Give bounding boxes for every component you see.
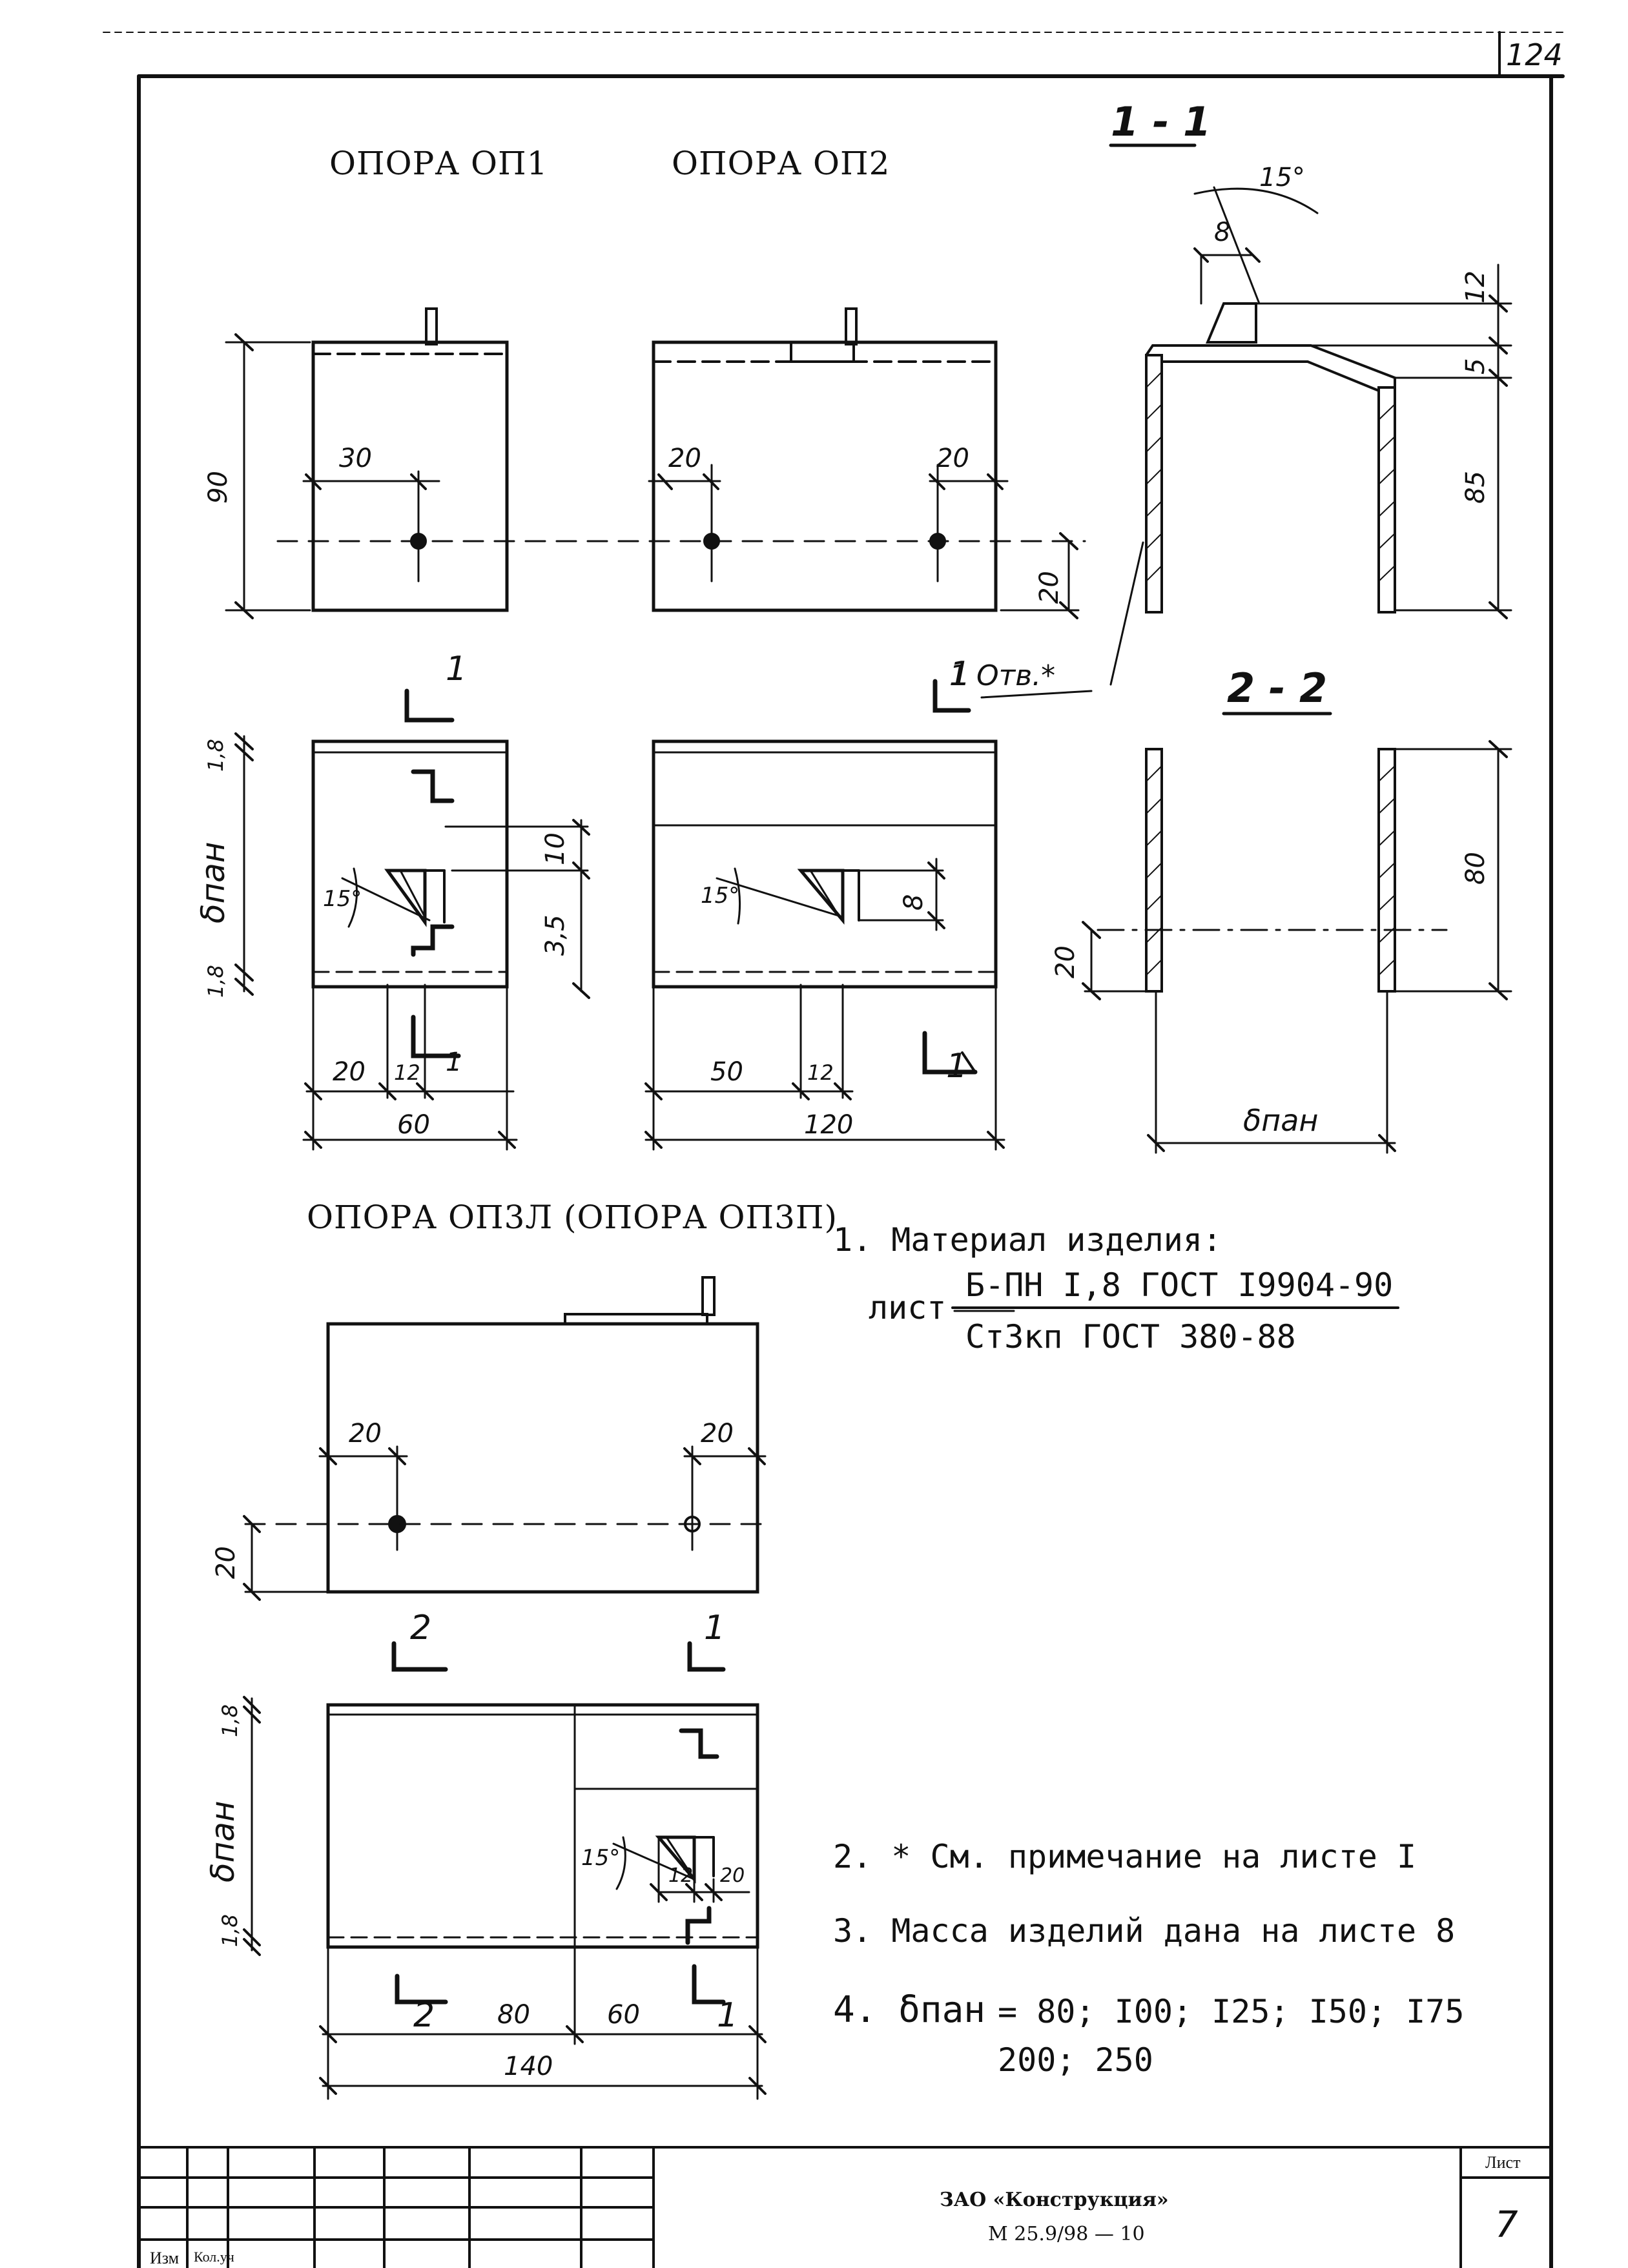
op3-plan [243,1641,767,2100]
dim-op1-height: 90 [203,471,233,504]
note-4-values-2: 200; 250 [998,2041,1153,2079]
dim-web-height: 85 [1461,471,1490,504]
cut-mark-op1-top: 1 [446,650,468,688]
op2-plan [644,679,1005,1151]
dim-op3-width: 140 [504,2052,553,2081]
op1-plan [234,688,590,1151]
dim-op3-slot-offset: 20 [720,1864,745,1887]
dim-op1-slot-depth: 3,5 [541,914,570,956]
title-block-col-izm: Изм [150,2249,180,2267]
op3-elevation [243,1276,767,1601]
dim-tab-width: 8 [1214,218,1231,247]
hole-callout: 1 Отв.* [949,659,1056,692]
dim-op3-slot: 12 [668,1864,694,1887]
op2-title: ОПОРА ОП2 [672,145,891,182]
note-1-denominator: Ст3кп ГОСТ 380-88 [965,1318,1296,1356]
dim-op2-slot: 8 [899,894,929,911]
dim-op2-hole-left: 20 [668,444,701,473]
dim-op1-hole-offset: 30 [339,444,372,473]
op1-elevation [225,307,1086,619]
dim-op1-thickness-bottom: 1,8 [203,965,228,998]
section-2-2-label: 2 - 2 [1227,665,1328,712]
note-1-sheet-label: лист [869,1289,947,1326]
dim-op1-slot-top: 10 [541,832,570,865]
delta-pan-op1: δпан [194,841,232,923]
note-1-numerator: Б-ПН I,8 ГОСТ I9904-90 [965,1266,1394,1304]
cut-mark-op2-top: 1 [949,655,971,694]
note-4-values-1: = 80; I00; I25; I50; I75 [998,1993,1465,2030]
delta-pan-22: δпан [1243,1103,1319,1138]
title-block-company: ЗАО «Конструкция» [940,2189,1169,2211]
cut-mark-op2-bottom: 1 [946,1047,968,1086]
dim-op1-slot: 12 [394,1060,420,1085]
cut-mark-op3-2-top: 2 [410,1609,432,1647]
dim-22-hole: 20 [1051,945,1080,978]
title-block-sheet-number: 7 [1495,2204,1518,2246]
title-block-sheet-label: Лист [1485,2153,1521,2172]
op1-title: ОПОРА ОП1 [329,145,548,182]
dim-22-height: 80 [1461,852,1490,885]
dim-op3-hole-right: 20 [701,1419,734,1448]
dim-op1-width: 60 [397,1110,430,1140]
dim-op3-thickness-bottom: 1,8 [218,1914,242,1947]
dim-op3-hole-left: 20 [349,1419,382,1448]
dim-op1-thickness-top: 1,8 [203,739,228,772]
cut-mark-op1-bottom: 1 [446,1047,462,1077]
cut-mark-op3-1-top: 1 [704,1609,726,1647]
dim-op2-left: 50 [710,1057,743,1087]
dim-op3-right: 60 [607,2000,640,2030]
note-2: 2. * См. примечание на листе I [833,1838,1417,1875]
note-4-label: 4. δпан [833,1989,986,2031]
dim-op3-thickness-top: 1,8 [218,1704,242,1737]
delta-pan-op3: δпан [204,1800,242,1882]
dim-tab-height: 12 [1461,271,1490,304]
dim-tab-angle: 15° [1259,163,1305,192]
dim-op3-left: 80 [497,2000,530,2030]
dim-op1-angle: 15° [323,886,362,912]
dim-op3-hole-height: 20 [211,1546,241,1579]
cut-mark-op3-1-bottom: 1 [717,1996,739,2035]
dim-bend: 5 [1461,358,1490,375]
section-2-2 [1082,740,1512,1154]
dim-op2-slot-width: 12 [807,1060,834,1085]
title-block-grid [138,2146,1552,2268]
op2-elevation [648,307,1080,619]
dim-op2-angle: 15° [701,883,740,909]
title-block-col-koluch: Кол.уч [194,2249,234,2265]
dim-hole-height: 20 [1035,571,1064,604]
op3-title: ОПОРА ОП3Л (ОПОРА ОП3П) [307,1199,838,1236]
page-number: 124 [1506,37,1563,72]
cut-mark-op3-2-bottom: 2 [413,1996,435,2035]
note-3: 3. Масса изделий дана на листе 8 [833,1912,1456,1950]
section-1-1 [980,186,1512,699]
dim-op1-left: 20 [333,1057,366,1087]
title-block-code: М 25.9/98 — 10 [988,2223,1145,2245]
sheet-frame [103,31,1565,2268]
dim-op3-angle: 15° [581,1845,621,1871]
dim-op2-width: 120 [804,1110,854,1140]
dim-op2-hole-right: 20 [936,444,969,473]
note-1-title: 1. Материал изделия: [833,1221,1222,1259]
section-1-1-label: 1 - 1 [1111,98,1211,145]
